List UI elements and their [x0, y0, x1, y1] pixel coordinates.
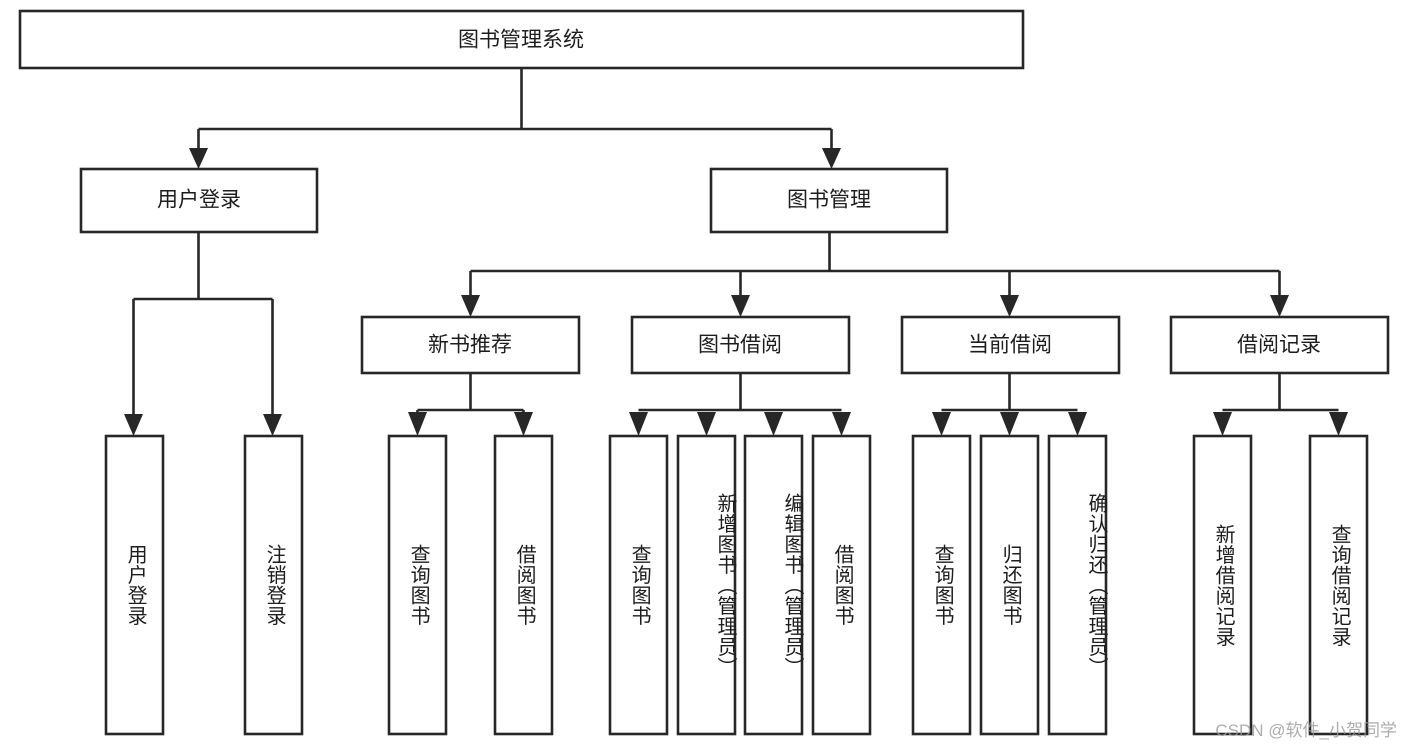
node-label-leaf-borrow-book-a: 借阅图书 [513, 544, 536, 626]
arrow-head-user-login [189, 148, 208, 169]
arrow-head-bookborrow-leaf2 [697, 412, 716, 436]
node-box-leaf-confirm-return[interactable] [1047, 434, 1108, 736]
node-label-book-borrow: 图书借阅 [698, 334, 782, 357]
arrow-head-borrowrecords [1270, 295, 1289, 317]
node-box-leaf-query-book-a[interactable] [387, 434, 448, 736]
arrow-head-bookborrow-leaf4 [832, 412, 851, 436]
arrow-head-bookborrow-leaf3 [764, 412, 783, 436]
node-box-leaf-user-login[interactable] [104, 434, 165, 736]
node-label-leaf-confirm-return: 确认归还（管理员） [1085, 492, 1107, 678]
node-box-leaf-query-book-c[interactable] [911, 434, 972, 736]
arrow-head-borrowrecords-leaf1 [1213, 412, 1232, 436]
node-box-leaf-query-record[interactable] [1308, 434, 1369, 736]
node-label-current-borrow: 当前借阅 [968, 334, 1052, 357]
node-box-book-management[interactable] [709, 167, 949, 234]
node-label-leaf-query-book-a: 查询图书 [407, 544, 430, 626]
node-box-root[interactable] [18, 9, 1025, 70]
node-label-book-management: 图书管理 [787, 189, 871, 212]
arrow-head-borrowrecords-leaf2 [1329, 412, 1348, 436]
node-label-new-book-recommend: 新书推荐 [428, 334, 512, 357]
arrow-head-currentborrow-leaf2 [1000, 412, 1019, 436]
arrow-head-currentborrow-leaf3 [1068, 412, 1087, 436]
node-box-leaf-borrow-book-a[interactable] [493, 434, 554, 736]
arrow-head-newbook [461, 295, 480, 317]
node-label-leaf-edit-book: 编辑图书（管理员） [781, 492, 803, 678]
node-label-root: 图书管理系统 [458, 29, 584, 52]
node-box-leaf-return-book[interactable] [979, 434, 1040, 736]
arrow-head-newbook-leaf2 [514, 412, 533, 436]
node-label-leaf-query-book-c: 查询图书 [931, 544, 954, 626]
node-box-user-login[interactable] [79, 167, 319, 234]
node-label-leaf-logout: 注销登录 [263, 544, 286, 626]
arrow-head-leaf-logout [263, 414, 282, 436]
arrow-head-newbook-leaf1 [408, 412, 427, 436]
arrow-head-currentborrow [1000, 295, 1019, 317]
watermark-text: CSDN @软件_小贺同学 [1215, 721, 1397, 740]
node-label-leaf-user-login: 用户登录 [124, 544, 147, 626]
node-label-leaf-borrow-book-b: 借阅图书 [831, 544, 854, 626]
node-box-book-borrow[interactable] [630, 315, 851, 375]
node-label-leaf-query-book-b: 查询图书 [628, 544, 651, 626]
node-label-leaf-return-book: 归还图书 [999, 544, 1022, 626]
node-box-leaf-add-record[interactable] [1192, 434, 1253, 736]
arrow-head-bookborrow [731, 295, 750, 317]
node-box-leaf-add-book[interactable] [676, 434, 737, 736]
node-box-leaf-query-book-b[interactable] [608, 434, 669, 736]
node-box-leaf-logout[interactable] [243, 434, 304, 736]
arrow-head-book-mgmt [822, 148, 841, 169]
node-box-new-book-recommend[interactable] [360, 315, 581, 375]
node-label-user-login: 用户登录 [157, 189, 241, 212]
node-box-borrow-records[interactable] [1169, 315, 1390, 375]
node-label-leaf-add-record: 新增借阅记录 [1212, 523, 1235, 647]
arrow-head-bookborrow-leaf1 [629, 412, 648, 436]
node-box-leaf-edit-book[interactable] [743, 434, 804, 736]
arrow-head-currentborrow-leaf1 [932, 412, 951, 436]
node-label-leaf-query-record: 查询借阅记录 [1328, 523, 1351, 647]
node-label-borrow-records: 借阅记录 [1237, 334, 1321, 357]
node-label-leaf-add-book: 新增图书（管理员） [714, 492, 736, 678]
node-box-leaf-borrow-book-b[interactable] [811, 434, 872, 736]
arrow-head-leaf-user-login [124, 414, 143, 436]
